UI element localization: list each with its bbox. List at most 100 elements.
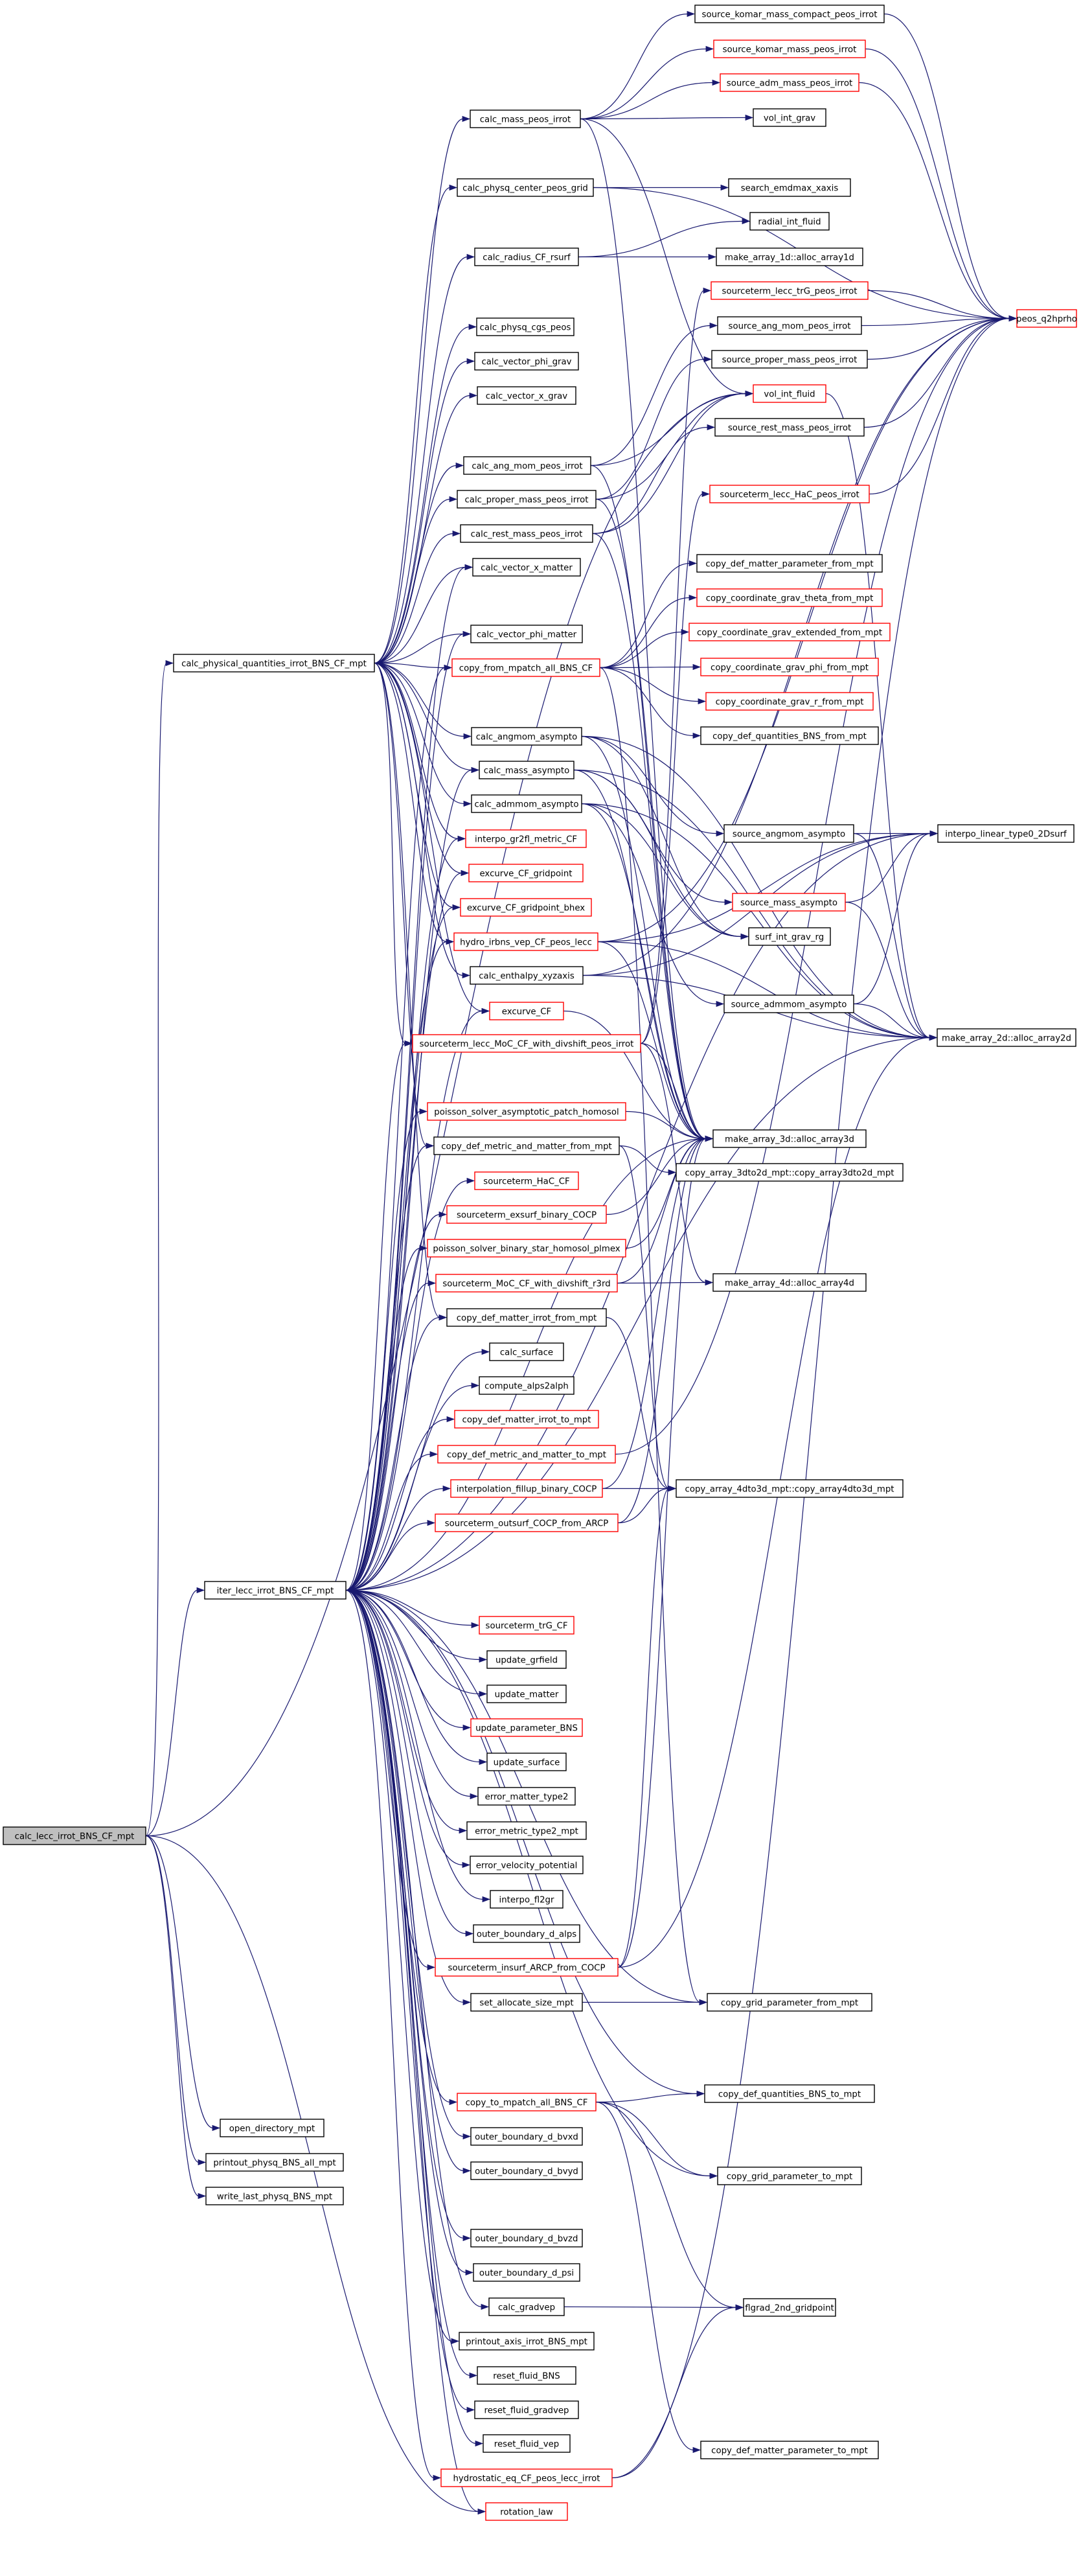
node-calc-rest-mass-peos-irrot[interactable]: calc_rest_mass_peos_irrot	[460, 524, 593, 543]
node-calc-enthalpy-xyzaxis[interactable]: calc_enthalpy_xyzaxis	[470, 966, 584, 985]
node-printout-axis-irrot-bns-mpt[interactable]: printout_axis_irrot_BNS_mpt	[459, 2332, 595, 2351]
node-make-array-3d-alloc-array3d[interactable]: make_array_3d::alloc_array3d	[712, 1129, 867, 1148]
node-sourceterm-lecc-trg-peos-irrot[interactable]: sourceterm_lecc_trG_peos_irrot	[711, 281, 869, 300]
node-copy-def-matter-parameter-to-mpt[interactable]: copy_def_matter_parameter_to_mpt	[700, 2441, 879, 2459]
node-copy-def-metric-and-matter-to-mpt[interactable]: copy_def_metric_and_matter_to_mpt	[437, 1445, 616, 1464]
node-vol-int-fluid[interactable]: vol_int_fluid	[753, 384, 826, 403]
node-copy-to-mpatch-all-bns-cf[interactable]: copy_to_mpatch_all_BNS_CF	[457, 2093, 597, 2111]
node-sourceterm-exsurf-binary-cocp[interactable]: sourceterm_exsurf_binary_COCP	[446, 1205, 607, 1224]
node-sourceterm-lecc-hac-peos-irrot[interactable]: sourceterm_lecc_HaC_peos_irrot	[709, 485, 870, 503]
node-sourceterm-moc-cf-with-divshift-r3rd[interactable]: sourceterm_MoC_CF_with_divshift_r3rd	[435, 1274, 618, 1293]
node-copy-grid-parameter-to-mpt[interactable]: copy_grid_parameter_to_mpt	[717, 2167, 862, 2185]
node-make-array-4d-alloc-array4d[interactable]: make_array_4d::alloc_array4d	[712, 1273, 867, 1292]
node-copy-coordinate-grav-phi-from-mpt[interactable]: copy_coordinate_grav_phi_from_mpt	[700, 658, 879, 676]
node-open-directory-mpt[interactable]: open_directory_mpt	[220, 2119, 324, 2137]
node-calc-gradvep[interactable]: calc_gradvep	[488, 2297, 565, 2316]
node-iter-lecc-irrot-bns-cf-mpt[interactable]: iter_lecc_irrot_BNS_CF_mpt	[204, 1581, 347, 1600]
node-calc-vector-phi-grav[interactable]: calc_vector_phi_grav	[474, 352, 579, 371]
node-calc-radius-cf-rsurf[interactable]: calc_radius_CF_rsurf	[474, 247, 579, 266]
node-error-metric-type2-mpt[interactable]: error_metric_type2_mpt	[466, 1821, 587, 1840]
node-interpo-linear-type0-2dsurf[interactable]: interpo_linear_type0_2Dsurf	[937, 824, 1075, 843]
node-source-ang-mom-peos-irrot[interactable]: source_ang_mom_peos_irrot	[717, 316, 862, 335]
node-outer-boundary-d-bvxd[interactable]: outer_boundary_d_bvxd	[470, 2127, 583, 2146]
node-error-velocity-potential[interactable]: error_velocity_potential	[470, 1856, 584, 1874]
node-surf-int-grav-rg[interactable]: surf_int_grav_rg	[748, 927, 831, 946]
node-make-array-1d-alloc-array1d[interactable]: make_array_1d::alloc_array1d	[716, 247, 863, 266]
node-source-angmom-asympto[interactable]: source_angmom_asympto	[723, 824, 854, 843]
node-copy-def-quantities-bns-from-mpt[interactable]: copy_def_quantities_BNS_from_mpt	[700, 726, 879, 745]
node-excurve-cf-gridpoint-bhex[interactable]: excurve_CF_gridpoint_bhex	[460, 898, 592, 917]
node-copy-def-metric-and-matter-from-mpt[interactable]: copy_def_metric_and_matter_from_mpt	[433, 1136, 620, 1155]
node-reset-fluid-gradvep[interactable]: reset_fluid_gradvep	[474, 2400, 579, 2419]
node-copy-coordinate-grav-theta-from-mpt[interactable]: copy_coordinate_grav_theta_from_mpt	[696, 588, 883, 607]
node-set-allocate-size-mpt[interactable]: set_allocate_size_mpt	[470, 1993, 583, 2012]
node-calc-angmom-asympto[interactable]: calc_angmom_asympto	[471, 727, 582, 746]
node-reset-fluid-bns[interactable]: reset_fluid_BNS	[477, 2366, 576, 2385]
node-calc-mass-peos-irrot[interactable]: calc_mass_peos_irrot	[470, 109, 581, 128]
node-copy-coordinate-grav-extended-from-mpt[interactable]: copy_coordinate_grav_extended_from_mpt	[688, 623, 891, 641]
node-calc-vector-x-matter[interactable]: calc_vector_x_matter	[472, 558, 581, 577]
node-source-admmom-asympto[interactable]: source_admmom_asympto	[723, 995, 854, 1013]
node-update-matter[interactable]: update_matter	[486, 1685, 567, 1703]
node-poisson-solver-binary-star-homosol-plmex[interactable]: poisson_solver_binary_star_homosol_plmex	[427, 1239, 626, 1258]
node-copy-array-4dto3d-mpt-copy-array4dto3d-mpt[interactable]: copy_array_4dto3d_mpt::copy_array4dto3d_…	[676, 1479, 904, 1498]
node-search-emdmax-xaxis[interactable]: search_emdmax_xaxis	[728, 178, 851, 197]
node-radial-int-fluid[interactable]: radial_int_fluid	[749, 212, 830, 231]
node-reset-fluid-vep[interactable]: reset_fluid_vep	[483, 2434, 571, 2453]
node-sourceterm-outsurf-cocp-from-arcp[interactable]: sourceterm_outsurf_COCP_from_ARCP	[435, 1513, 619, 1532]
node-copy-from-mpatch-all-bns-cf[interactable]: copy_from_mpatch_all_BNS_CF	[451, 658, 600, 677]
node-peos-q2hprho[interactable]: peos_q2hprho	[1016, 309, 1077, 328]
node-copy-def-matter-irrot-to-mpt[interactable]: copy_def_matter_irrot_to_mpt	[454, 1410, 599, 1429]
node-source-proper-mass-peos-irrot[interactable]: source_proper_mass_peos_irrot	[711, 350, 868, 369]
node-compute-alps2alph[interactable]: compute_alps2alph	[479, 1376, 575, 1395]
node-hydrostatic-eq-cf-peos-lecc-irrot[interactable]: hydrostatic_eq_CF_peos_lecc_irrot	[440, 2468, 613, 2487]
node-copy-coordinate-grav-r-from-mpt[interactable]: copy_coordinate_grav_r_from_mpt	[705, 692, 874, 711]
node-outer-boundary-d-bvyd[interactable]: outer_boundary_d_bvyd	[470, 2161, 583, 2180]
node-source-komar-mass-peos-irrot[interactable]: source_komar_mass_peos_irrot	[713, 40, 866, 58]
node-calc-physq-cgs-peos[interactable]: calc_physq_cgs_peos	[476, 317, 575, 336]
node-outer-boundary-d-alps[interactable]: outer_boundary_d_alps	[473, 1924, 580, 1943]
node-update-parameter-bns[interactable]: update_parameter_BNS	[470, 1718, 583, 1737]
node-hydro-irbns-vep-cf-peos-lecc[interactable]: hydro_irbns_vep_CF_peos_lecc	[453, 932, 598, 951]
node-copy-grid-parameter-from-mpt[interactable]: copy_grid_parameter_from_mpt	[707, 1993, 872, 2012]
node-outer-boundary-d-bvzd[interactable]: outer_boundary_d_bvzd	[470, 2229, 583, 2248]
node-printout-physq-bns-all-mpt[interactable]: printout_physq_BNS_all_mpt	[205, 2153, 344, 2172]
node-copy-def-quantities-bns-to-mpt[interactable]: copy_def_quantities_BNS_to_mpt	[704, 2084, 875, 2103]
node-copy-def-matter-irrot-from-mpt[interactable]: copy_def_matter_irrot_from_mpt	[446, 1308, 607, 1327]
node-calc-vector-x-grav[interactable]: calc_vector_x_grav	[477, 386, 576, 405]
node-calc-admmom-asympto[interactable]: calc_admmom_asympto	[471, 794, 582, 813]
node-interpo-gr2fl-metric-cf[interactable]: interpo_gr2fl_metric_CF	[465, 829, 587, 848]
node-copy-def-matter-parameter-from-mpt[interactable]: copy_def_matter_parameter_from_mpt	[696, 554, 883, 573]
node-write-last-physq-bns-mpt[interactable]: write_last_physq_BNS_mpt	[205, 2187, 344, 2205]
node-sourceterm-trg-cf[interactable]: sourceterm_trG_CF	[479, 1616, 575, 1635]
node-sourceterm-lecc-moc-cf-with-divshift-peos-irrot[interactable]: sourceterm_lecc_MoC_CF_with_divshift_peo…	[412, 1034, 641, 1053]
node-update-grfield[interactable]: update_grfield	[486, 1650, 567, 1669]
node-calc-lecc-irrot-bns-cf-mpt[interactable]: calc_lecc_irrot_BNS_CF_mpt	[3, 1826, 146, 1845]
node-poisson-solver-asymptotic-patch-homosol[interactable]: poisson_solver_asymptotic_patch_homosol	[427, 1102, 626, 1121]
node-calc-mass-asympto[interactable]: calc_mass_asympto	[479, 761, 575, 779]
node-rotation-law[interactable]: rotation_law	[485, 2502, 568, 2521]
node-interpolation-fillup-binary-cocp[interactable]: interpolation_fillup_binary_COCP	[450, 1479, 603, 1498]
node-sourceterm-hac-cf[interactable]: sourceterm_HaC_CF	[474, 1171, 579, 1190]
node-source-adm-mass-peos-irrot[interactable]: source_adm_mass_peos_irrot	[720, 73, 859, 92]
node-calc-ang-mom-peos-irrot[interactable]: calc_ang_mom_peos_irrot	[463, 456, 591, 475]
node-excurve-cf[interactable]: excurve_CF	[489, 1002, 564, 1020]
node-calc-physical-quantities-irrot-bns-cf-mpt[interactable]: calc_physical_quantities_irrot_BNS_CF_mp…	[173, 654, 375, 673]
node-source-mass-asympto[interactable]: source_mass_asympto	[732, 893, 846, 912]
node-vol-int-grav[interactable]: vol_int_grav	[753, 108, 826, 127]
node-outer-boundary-d-psi[interactable]: outer_boundary_d_psi	[473, 2263, 580, 2282]
node-copy-array-3dto2d-mpt-copy-array3dto2d-mpt[interactable]: copy_array_3dto2d_mpt::copy_array3dto2d_…	[676, 1163, 904, 1182]
node-source-rest-mass-peos-irrot[interactable]: source_rest_mass_peos_irrot	[714, 418, 865, 437]
node-error-matter-type2[interactable]: error_matter_type2	[477, 1787, 576, 1806]
node-update-surface[interactable]: update_surface	[486, 1753, 567, 1771]
node-sourceterm-insurf-arcp-from-cocp[interactable]: sourceterm_insurf_ARCP_from_COCP	[435, 1958, 619, 1977]
node-make-array-2d-alloc-array2d[interactable]: make_array_2d::alloc_array2d	[937, 1028, 1076, 1047]
node-calc-physq-center-peos-grid[interactable]: calc_physq_center_peos_grid	[457, 178, 594, 197]
node-source-komar-mass-compact-peos-irrot[interactable]: source_komar_mass_compact_peos_irrot	[694, 5, 885, 23]
node-calc-surface[interactable]: calc_surface	[489, 1342, 564, 1361]
node-flgrad-2nd-gridpoint[interactable]: flgrad_2nd_gridpoint	[743, 2298, 836, 2317]
node-calc-proper-mass-peos-irrot[interactable]: calc_proper_mass_peos_irrot	[457, 490, 597, 509]
node-excurve-cf-gridpoint[interactable]: excurve_CF_gridpoint	[468, 864, 584, 882]
node-interpo-fl2gr[interactable]: interpo_fl2gr	[490, 1890, 563, 1909]
node-calc-vector-phi-matter[interactable]: calc_vector_phi_matter	[470, 625, 583, 643]
